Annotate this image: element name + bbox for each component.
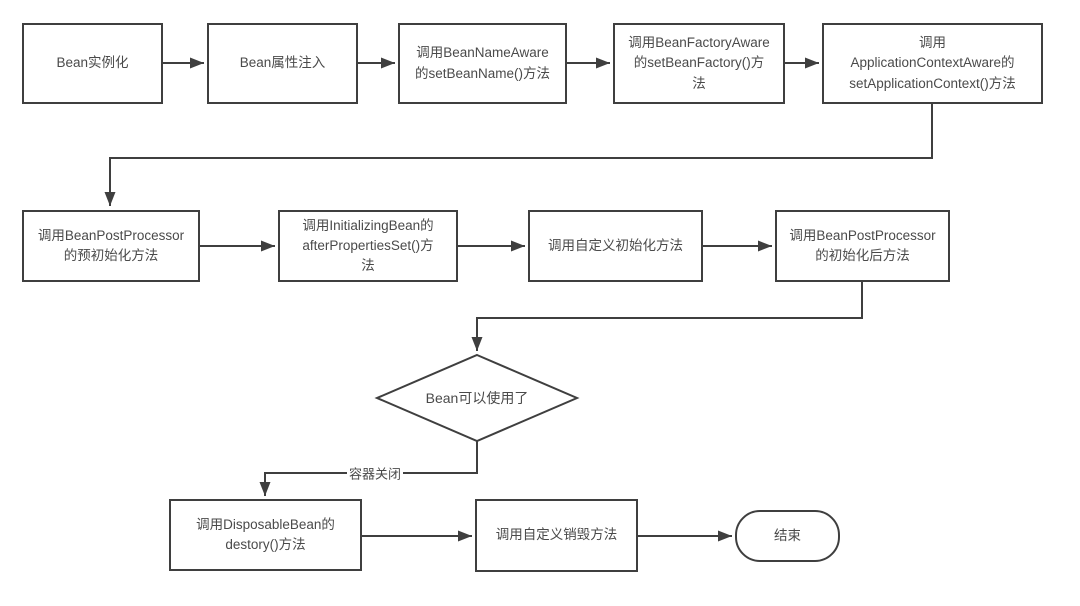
- node-set-bean-factory: 调用BeanFactoryAware 的setBeanFactory()方 法: [613, 23, 785, 104]
- node-set-bean-name: 调用BeanNameAware 的setBeanName()方法: [398, 23, 567, 104]
- node-bean-instantiation: Bean实例化: [22, 23, 163, 104]
- edge-postinit-to-decision: [471, 282, 863, 351]
- node-post-process-after-init: 调用BeanPostProcessor 的初始化后方法: [775, 210, 950, 282]
- decision-diamond: [374, 353, 580, 443]
- node-end: 结束: [735, 510, 840, 562]
- node-custom-init: 调用自定义初始化方法: [528, 210, 703, 282]
- node-disposable-bean-destroy: 调用DisposableBean的 destory()方法: [169, 499, 362, 571]
- node-set-application-context: 调用 ApplicationContextAware的 setApplicati…: [822, 23, 1043, 104]
- edge-setappcontext-to-preinit: [104, 104, 933, 206]
- node-custom-destroy: 调用自定义销毁方法: [475, 499, 638, 572]
- node-after-properties-set: 调用InitializingBean的 afterPropertiesSet()…: [278, 210, 458, 282]
- node-post-process-before-init: 调用BeanPostProcessor 的预初始化方法: [22, 210, 200, 282]
- node-bean-property-injection: Bean属性注入: [207, 23, 358, 104]
- edge-label-container-close: 容器关闭: [346, 463, 404, 483]
- decision-diamond-label: Bean可以使用了: [425, 390, 529, 406]
